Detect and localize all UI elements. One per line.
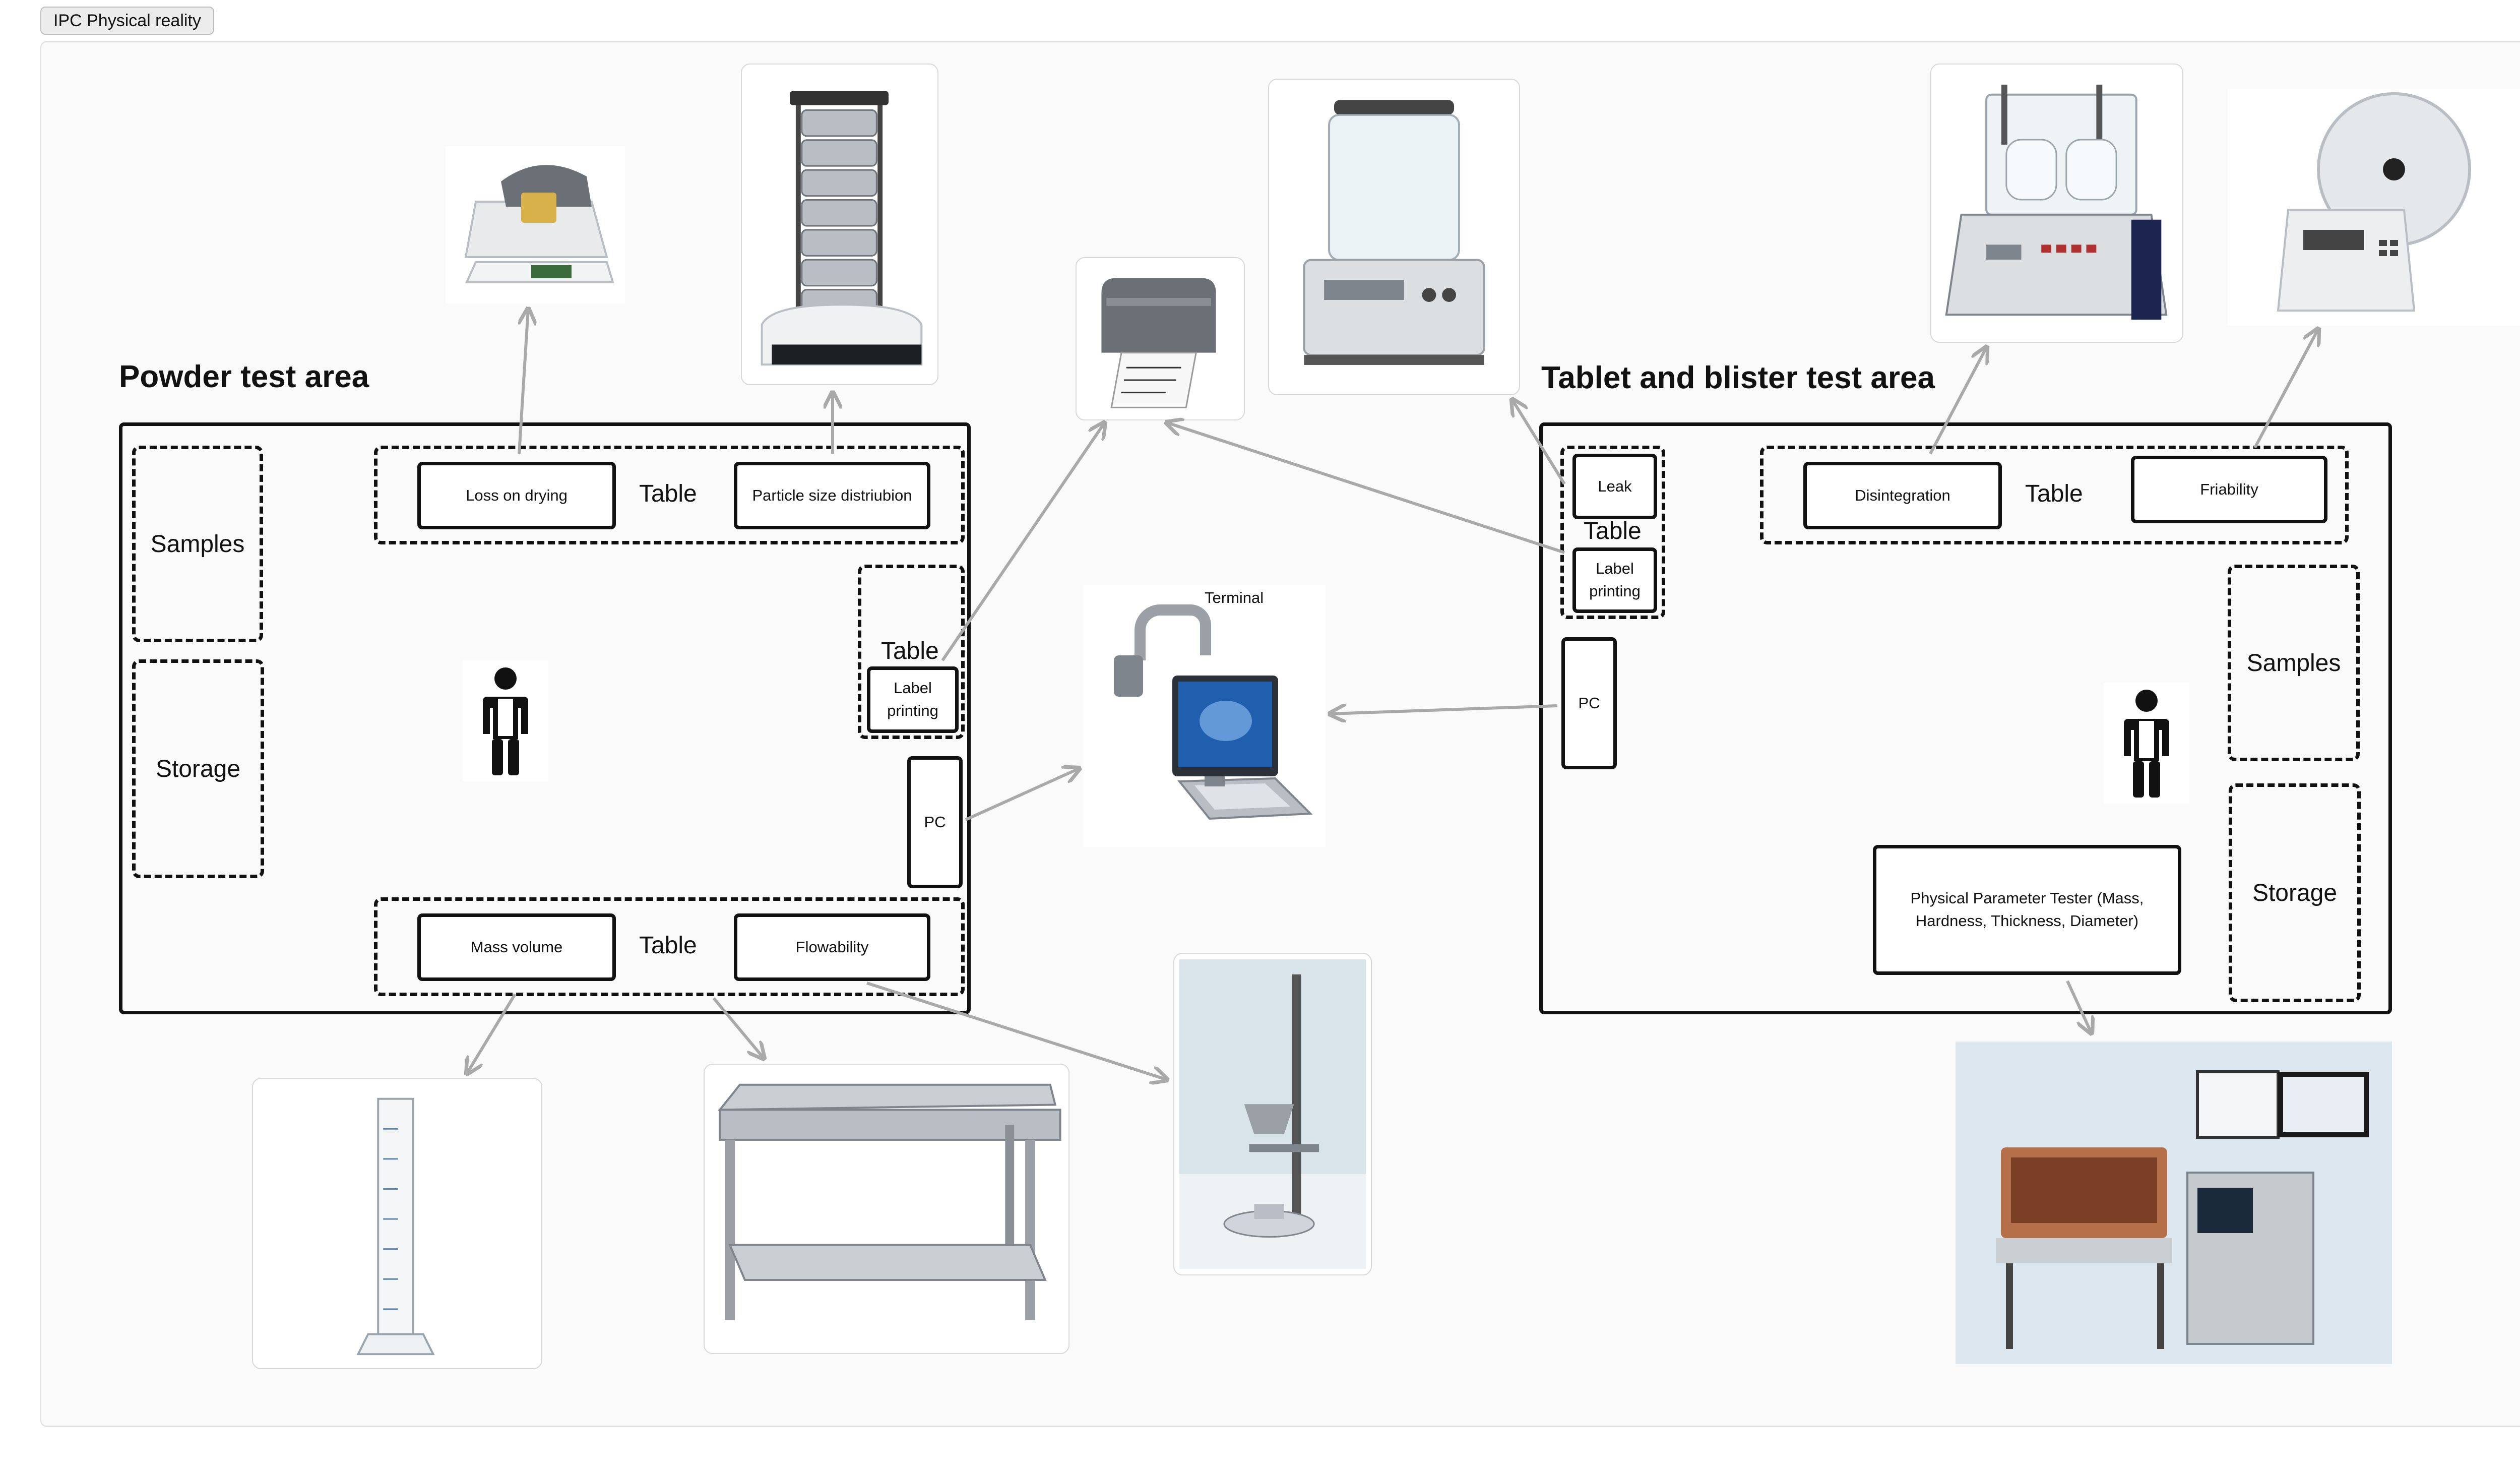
powder-storage-zone [132, 659, 264, 878]
label-printer-image [1076, 257, 1245, 420]
friability-box[interactable]: Friability [2131, 456, 2327, 523]
tablet-top-table [1760, 446, 2349, 544]
powder-bottom-table [374, 897, 965, 996]
worker-icon [463, 660, 548, 781]
tablet-top-table-label: Table [2025, 480, 2083, 507]
sieve-shaker-image [741, 64, 938, 385]
powder-top-table [374, 446, 965, 544]
powder-area [119, 422, 971, 1014]
leak-box[interactable]: Leak [1572, 454, 1657, 519]
steel-table-image [704, 1064, 1069, 1354]
powder-area-title: Powder test area [119, 359, 369, 394]
tablet-side-table [1560, 446, 1665, 619]
powder-label-printing-box[interactable]: Label printing [867, 666, 959, 733]
arrow-powder-pc [965, 768, 1080, 821]
frame-tag[interactable]: IPC Physical reality [40, 7, 214, 35]
powder-top-table-label: Table [639, 480, 697, 507]
tablet-storage-label: Storage [2252, 879, 2338, 906]
arrow-leak [1512, 399, 1566, 485]
powder-side-table-label: Table [881, 638, 939, 664]
terminal-label: Terminal [1205, 589, 1264, 606]
powder-samples-label: Samples [150, 530, 245, 558]
arrow-tablet-pc [1330, 706, 1558, 714]
arrow-disintegration [1929, 347, 1987, 455]
moisture-analyzer-image [446, 146, 625, 303]
tablet-samples-label: Samples [2246, 649, 2341, 677]
graduated-cylinder-image [252, 1078, 542, 1369]
disintegration-box[interactable]: Disintegration [1803, 462, 2002, 529]
tablet-area-title: Tablet and blister test area [1541, 360, 1935, 395]
tablet-side-table-label: Table [1584, 518, 1642, 544]
worker-icon [2104, 683, 2189, 804]
physical-tester-box[interactable]: Physical Parameter Tester (Mass, Hardnes… [1873, 845, 2181, 975]
arrow-loss-on-drying [518, 309, 528, 454]
tablet-storage-zone [2229, 783, 2361, 1002]
loss-on-drying-box[interactable]: Loss on drying [417, 462, 616, 529]
powder-samples-zone [132, 446, 263, 642]
arrow-physical-tester [2066, 980, 2092, 1033]
flowability-box[interactable]: Flowability [734, 913, 930, 981]
tablet-pc-box[interactable]: PC [1561, 637, 1617, 769]
terminal-computer-image [1084, 585, 1326, 847]
arrow-powder-label-printing [941, 422, 1105, 661]
powder-pc-box[interactable]: PC [907, 756, 963, 888]
arrow-table-photo [712, 997, 764, 1059]
mass-volume-box[interactable]: Mass volume [417, 913, 616, 981]
arrow-friability [2253, 329, 2318, 449]
physical-parameter-tester-image [1956, 1042, 2392, 1364]
arrow-flowability [866, 982, 1167, 1080]
arrow-tablet-label-printing [1166, 422, 1565, 554]
friability-tester-image [2228, 89, 2520, 326]
leak-tester-image [1268, 79, 1520, 395]
flowability-tester-image [1173, 953, 1372, 1275]
powder-side-table [858, 565, 965, 739]
disintegration-tester-image [1930, 64, 2183, 343]
arrow-mass-volume [467, 993, 517, 1074]
particle-size-box[interactable]: Particle size distriubion [734, 462, 930, 529]
powder-bottom-table-label: Table [639, 932, 697, 959]
tablet-area [1539, 422, 2392, 1014]
powder-storage-label: Storage [155, 755, 241, 782]
tablet-samples-zone [2228, 565, 2360, 761]
tablet-label-printing-box[interactable]: Label printing [1572, 547, 1657, 613]
